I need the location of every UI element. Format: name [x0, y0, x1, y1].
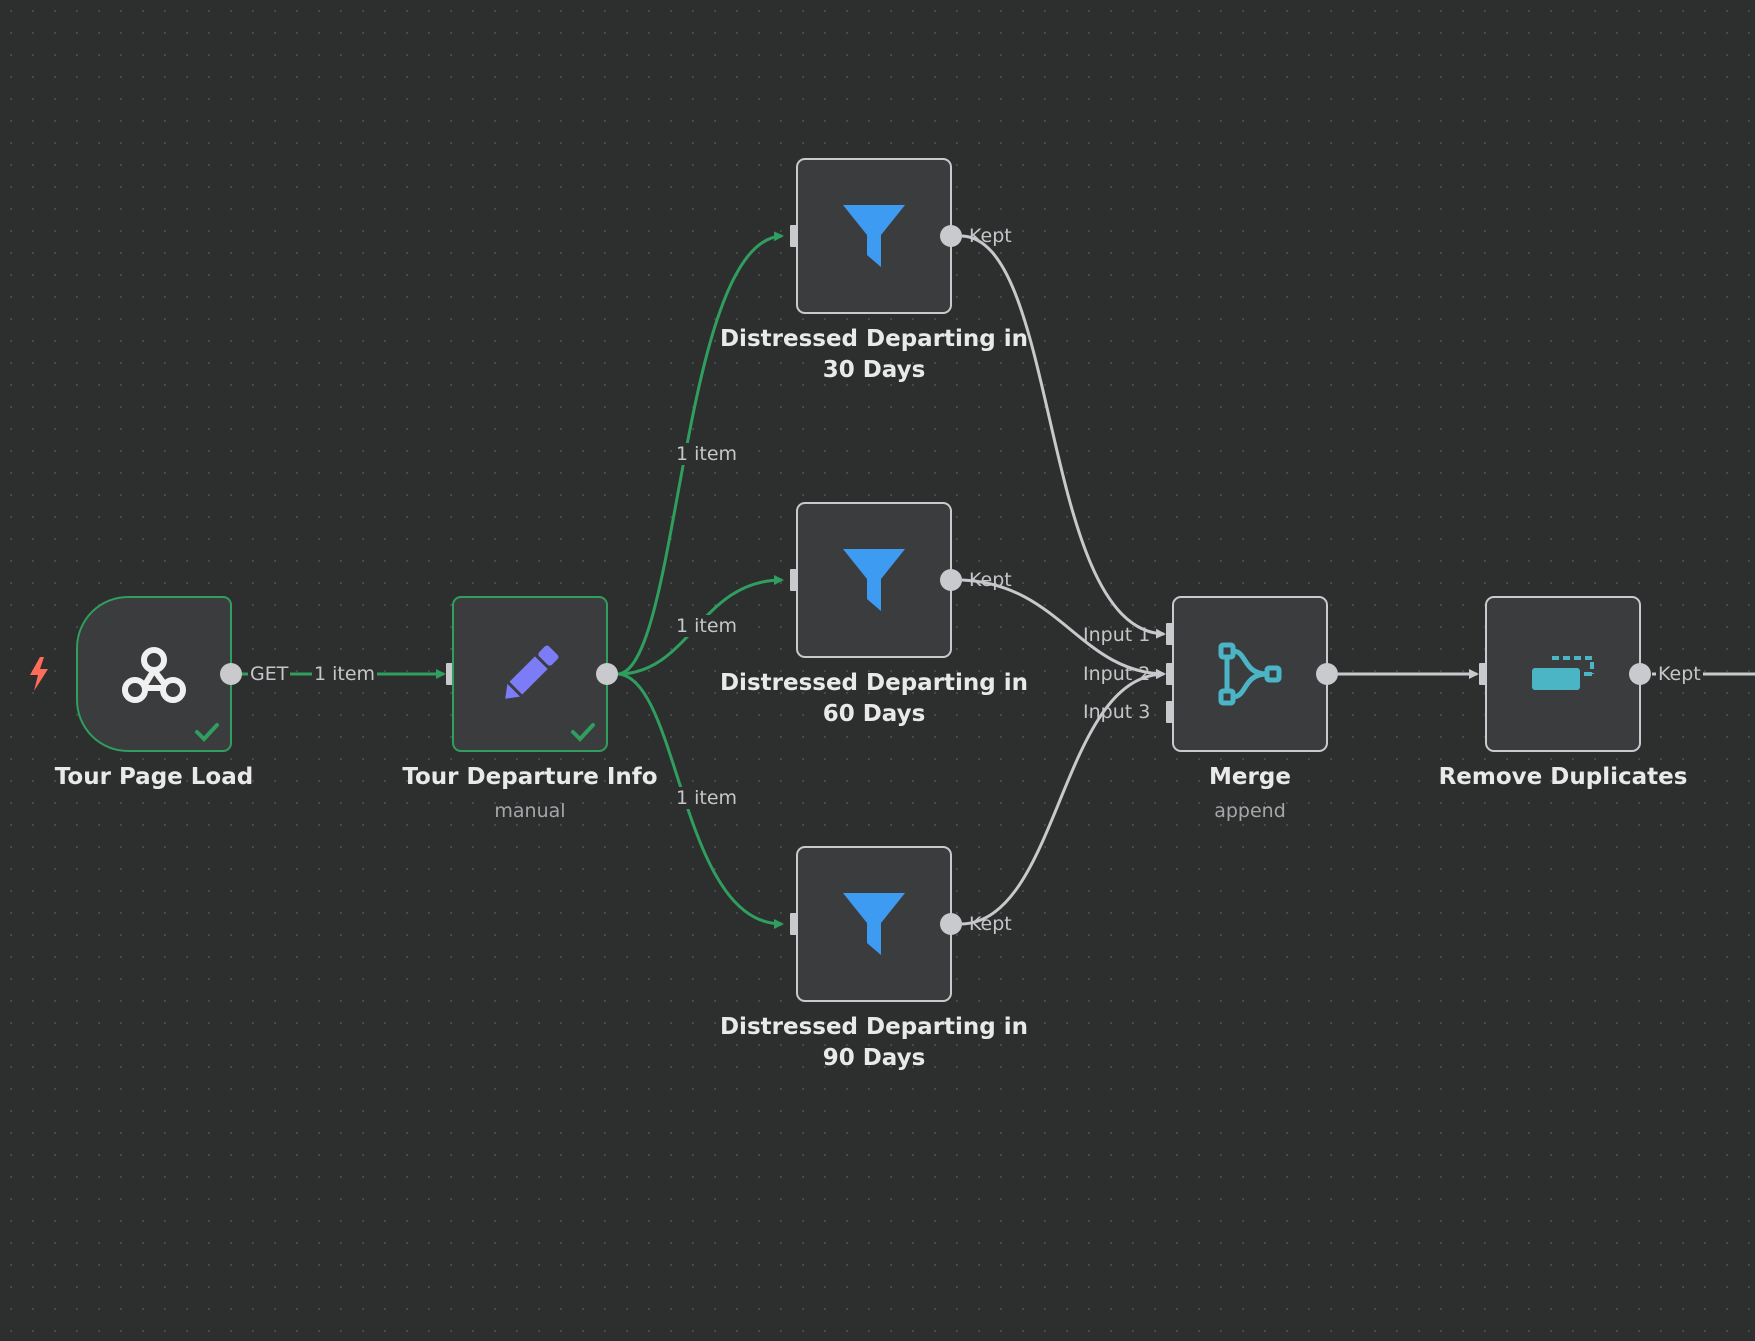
- merge-input-label-1: Input 1: [1083, 624, 1151, 646]
- input-port-merge-2[interactable]: [1166, 663, 1176, 685]
- pencil-icon: [505, 645, 559, 699]
- output-label-get: GET: [248, 663, 291, 685]
- input-port-filter-90[interactable]: [790, 913, 800, 935]
- node-filter-30[interactable]: [796, 158, 952, 314]
- node-subtitle: manual: [494, 800, 566, 822]
- output-label-kept: Kept: [969, 569, 1012, 591]
- node-filter-60[interactable]: [796, 502, 952, 658]
- output-port-remove-duplicates[interactable]: [1629, 663, 1651, 685]
- webhook-icon: [122, 647, 186, 703]
- input-port-tour-departure-info[interactable]: [446, 663, 456, 685]
- output-port-filter-90[interactable]: [940, 913, 962, 935]
- edge-filter-30-to-merge[interactable]: [961, 234, 1166, 639]
- node-subtitle: append: [1214, 800, 1286, 822]
- success-check-icon: [195, 723, 219, 742]
- edge-filter-60-to-merge[interactable]: [961, 578, 1166, 679]
- output-label-kept: Kept: [1656, 663, 1703, 685]
- edge-label-info-to-filter-30: 1 item: [674, 443, 740, 465]
- output-label-kept: Kept: [969, 225, 1012, 247]
- output-label-kept: Kept: [969, 913, 1012, 935]
- remove-duplicates-icon: [1532, 656, 1594, 690]
- node-title: Distressed Departing in 30 Days: [719, 326, 1029, 383]
- node-title: Remove Duplicates: [1438, 764, 1688, 790]
- edge-label-info-to-filter-90: 1 item: [674, 787, 740, 809]
- input-port-merge-3[interactable]: [1166, 701, 1176, 723]
- node-filter-90[interactable]: [796, 846, 952, 1002]
- node-title: Distressed Departing in 60 Days: [719, 670, 1029, 727]
- input-port-remove-duplicates[interactable]: [1479, 663, 1489, 685]
- merge-icon: [1218, 642, 1282, 706]
- input-port-filter-60[interactable]: [790, 569, 800, 591]
- node-tour-departure-info[interactable]: [452, 596, 608, 752]
- edge-label-info-to-filter-60: 1 item: [674, 615, 740, 637]
- node-title: Distressed Departing in 90 Days: [719, 1014, 1029, 1071]
- output-port-tour-departure-info[interactable]: [596, 663, 618, 685]
- output-port-filter-30[interactable]: [940, 225, 962, 247]
- input-port-filter-30[interactable]: [790, 225, 800, 247]
- output-port-tour-page-load[interactable]: [220, 663, 242, 685]
- node-title: Tour Departure Info: [402, 764, 658, 790]
- filter-icon: [843, 549, 905, 611]
- node-merge[interactable]: [1172, 596, 1328, 752]
- input-port-merge-1[interactable]: [1166, 623, 1176, 645]
- trigger-bolt-icon: [30, 657, 48, 691]
- node-title: Tour Page Load: [54, 764, 254, 790]
- merge-input-label-2: Input 2: [1083, 663, 1151, 685]
- success-check-icon: [571, 723, 595, 742]
- filter-icon: [843, 205, 905, 267]
- filter-icon: [843, 893, 905, 955]
- edge-filter-90-to-merge[interactable]: [961, 669, 1166, 926]
- merge-input-label-3: Input 3: [1083, 701, 1151, 723]
- node-tour-page-load[interactable]: [76, 596, 232, 752]
- output-port-merge[interactable]: [1316, 663, 1338, 685]
- output-port-filter-60[interactable]: [940, 569, 962, 591]
- edge-label-webhook-to-info: 1 item: [312, 663, 378, 685]
- node-title: Merge: [1209, 764, 1291, 790]
- node-remove-duplicates[interactable]: [1485, 596, 1641, 752]
